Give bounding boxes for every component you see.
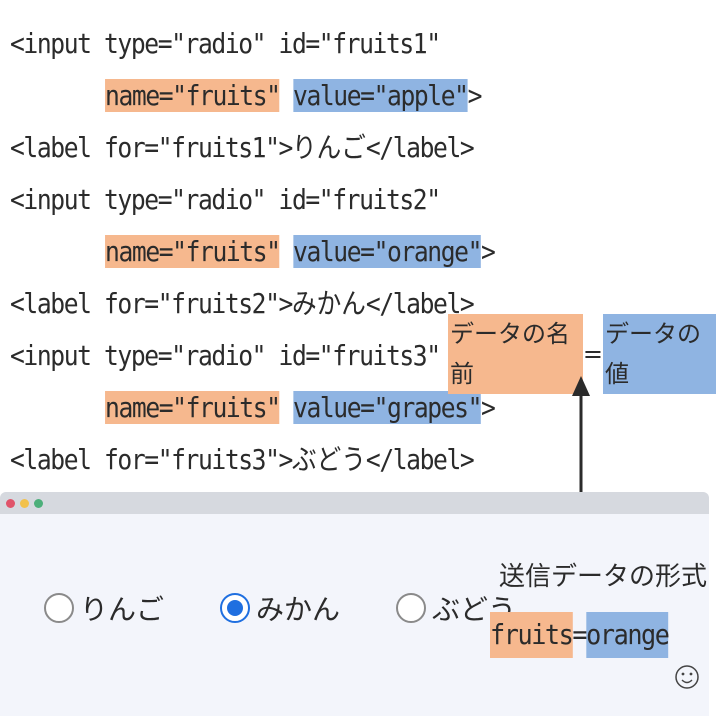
data-value-label: データの値 <box>602 314 716 394</box>
format-value: fruits=orange <box>490 612 670 658</box>
code-line: name="fruits" value="grapes"> <box>105 391 496 424</box>
radio-group: りんご みかん ぶどう <box>44 588 572 628</box>
code-line: name="fruits" value="orange"> <box>105 235 496 268</box>
code-line: <input type="radio" id="fruits2" <box>10 183 441 216</box>
code-line: <label for="fruits2">みかん</label> <box>10 287 475 320</box>
code-line: name="fruits" value="apple"> <box>105 79 482 112</box>
radio-button[interactable] <box>44 593 74 623</box>
format-equals: = <box>572 618 587 651</box>
radio-label: りんご <box>80 593 165 626</box>
code-line: <label for="fruits1">りんご</label> <box>10 131 475 164</box>
window-titlebar <box>0 492 709 514</box>
equals-sign: = <box>582 340 603 368</box>
radio-option-orange[interactable]: みかん <box>220 588 340 628</box>
name-attr-highlight: name="fruits" <box>105 391 281 424</box>
value-attr-highlight: value="grapes" <box>293 391 482 424</box>
close-dot-icon[interactable] <box>6 498 15 508</box>
format-name: fruits <box>490 612 574 658</box>
code-block: <input type="radio" id="fruits1" name="f… <box>10 18 561 486</box>
code-line: <input type="radio" id="fruits1" <box>10 27 441 60</box>
format-title: 送信データの形式 <box>499 562 708 592</box>
data-name-label: データの名前 <box>448 314 583 394</box>
maximize-dot-icon[interactable] <box>34 498 43 508</box>
browser-window: りんご みかん ぶどう <box>0 492 709 716</box>
radio-option-grapes[interactable]: ぶどう <box>396 588 516 628</box>
value-attr-highlight: value="orange" <box>293 235 482 268</box>
value-attr-highlight: value="apple" <box>293 79 469 112</box>
name-value-annotation: データの名前=データの値 <box>448 314 716 394</box>
format-value-text: orange <box>586 612 670 658</box>
smiley-face-icon <box>675 665 699 689</box>
radio-label: みかん <box>256 593 341 626</box>
radio-button[interactable] <box>396 593 427 623</box>
minimize-dot-icon[interactable] <box>20 498 29 508</box>
code-line: <input type="radio" id="fruits3" <box>10 339 441 372</box>
radio-button-checked[interactable] <box>220 593 251 623</box>
radio-option-apple[interactable]: りんご <box>44 588 164 628</box>
code-line: <label for="fruits3">ぶどう</label> <box>10 443 475 476</box>
name-attr-highlight: name="fruits" <box>105 235 281 268</box>
name-attr-highlight: name="fruits" <box>105 79 281 112</box>
